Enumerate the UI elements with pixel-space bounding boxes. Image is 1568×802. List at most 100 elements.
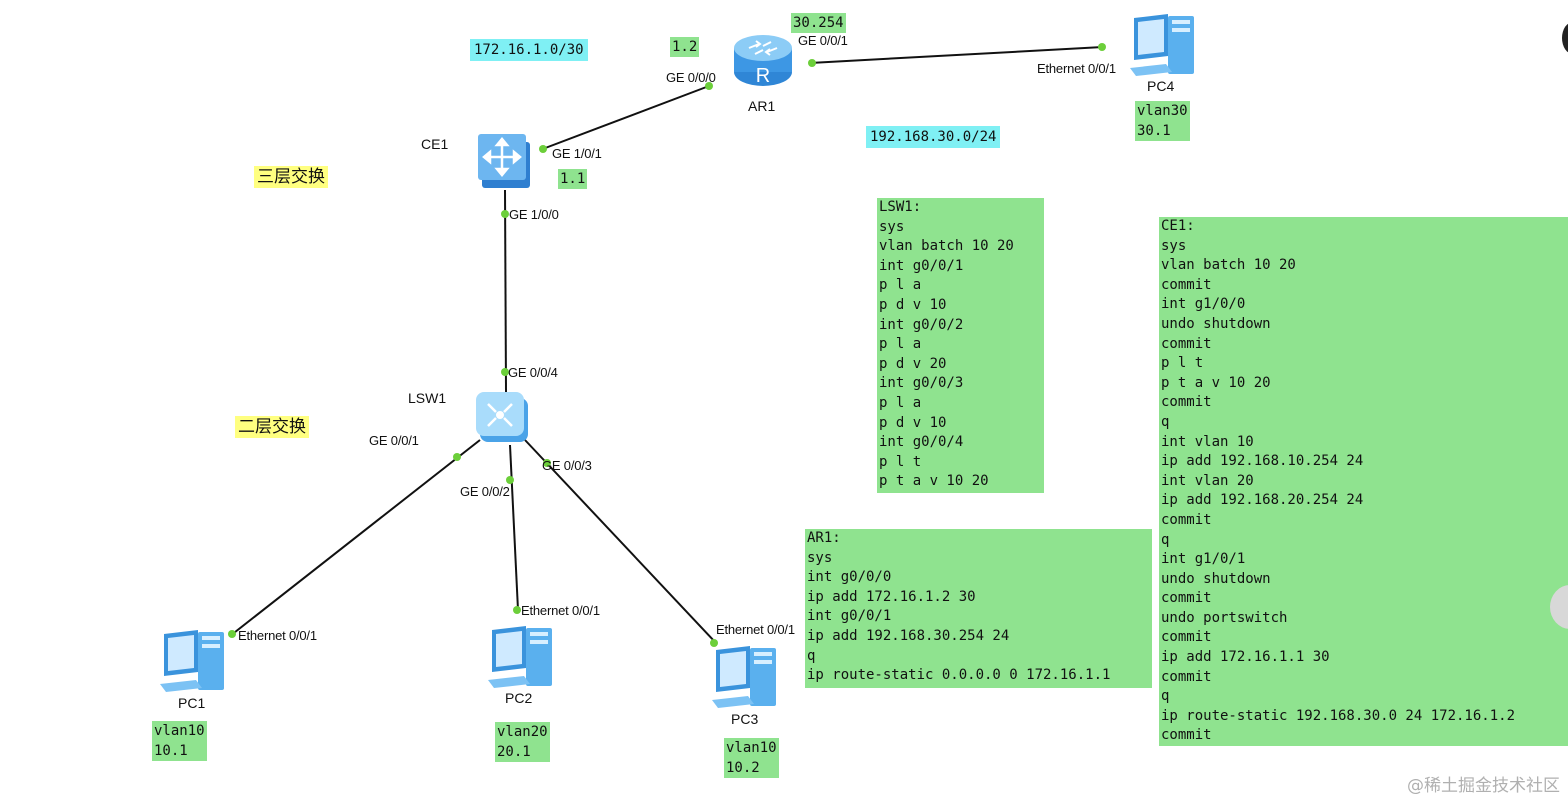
link-lsw1-pc3 xyxy=(524,439,717,644)
link-ar1-pc4 xyxy=(809,46,1104,64)
l3-switch-icon[interactable] xyxy=(476,132,534,190)
port-dot xyxy=(501,210,509,218)
router-icon[interactable]: R xyxy=(732,32,794,88)
config-line: int g0/0/0 xyxy=(807,569,892,586)
config-line: ip add 192.168.30.254 24 xyxy=(807,627,1010,644)
config-line: int vlan 20 xyxy=(1161,472,1254,489)
device-label-pc3: PC3 xyxy=(731,711,759,727)
config-line: ip add 192.168.20.254 24 xyxy=(1161,492,1364,509)
config-line: undo shutdown xyxy=(1161,315,1271,332)
port-label: GE 0/0/1 xyxy=(798,33,848,48)
config-line: p t a v 10 20 xyxy=(1161,374,1271,391)
config-line: p l t xyxy=(879,453,922,470)
config-line: q xyxy=(1161,413,1170,430)
note-layer2: 二层交换 xyxy=(235,416,309,438)
config-line: p d v 10 xyxy=(879,296,947,313)
edge-control-icon[interactable] xyxy=(1562,22,1568,54)
config-line: ip add 172.16.1.2 30 xyxy=(807,588,976,605)
config-line: commit xyxy=(1161,727,1212,744)
port-label: GE 0/0/0 xyxy=(666,70,716,85)
link-ce1-lsw1 xyxy=(504,189,507,393)
pc1-icon[interactable] xyxy=(158,628,228,694)
config-line: ip route-static 192.168.30.0 24 172.16.1… xyxy=(1161,707,1516,724)
address-tag: 30.254 xyxy=(791,13,846,33)
port-dot xyxy=(501,368,509,376)
note-layer3: 三层交换 xyxy=(254,166,328,188)
config-line: int g0/0/4 xyxy=(879,434,964,451)
config-line: commit xyxy=(1161,629,1212,646)
svg-text:R: R xyxy=(756,65,770,87)
pc2-icon[interactable] xyxy=(486,624,556,690)
port-dot xyxy=(506,476,514,484)
vlan-line: vlan30 xyxy=(1137,103,1188,119)
edge-control-icon[interactable] xyxy=(1550,585,1568,629)
config-line: commit xyxy=(1161,394,1212,411)
link-lsw1-pc1 xyxy=(229,439,481,637)
port-dot xyxy=(543,459,551,467)
watermark: @稀土掘金技术社区 xyxy=(1407,776,1560,796)
pc4-icon[interactable] xyxy=(1128,12,1198,78)
config-line: int g0/0/1 xyxy=(879,257,964,274)
device-label-pc1: PC1 xyxy=(178,695,206,711)
port-label: GE 1/0/1 xyxy=(552,146,602,161)
network-label-lan30: 192.168.30.0/24 xyxy=(866,126,1001,148)
config-line: p l a xyxy=(879,277,922,294)
config-line: undo shutdown xyxy=(1161,570,1271,587)
vlan-line: vlan10 xyxy=(726,740,777,756)
port-dot xyxy=(1098,43,1106,51)
config-line: p l a xyxy=(879,394,922,411)
config-line: AR1: xyxy=(807,530,841,546)
config-line: vlan batch 10 20 xyxy=(879,238,1014,255)
config-line: commit xyxy=(1161,511,1212,528)
port-label: GE 0/0/3 xyxy=(542,458,592,473)
config-line: q xyxy=(1161,688,1170,705)
config-line: p l a xyxy=(879,336,922,353)
address-tag: 1.2 xyxy=(670,37,700,57)
l2-switch-icon[interactable] xyxy=(474,390,532,444)
link-ce1-ar1 xyxy=(539,85,710,151)
config-line: p d v 10 xyxy=(879,414,947,431)
config-line: int vlan 10 xyxy=(1161,433,1254,450)
config-line: int g0/0/1 xyxy=(807,608,892,625)
port-label: GE 0/0/4 xyxy=(508,365,558,380)
ip-line: 10.2 xyxy=(726,760,760,776)
config-line: sys xyxy=(879,218,905,235)
config-line: vlan batch 10 20 xyxy=(1161,257,1296,274)
config-line: int g1/0/1 xyxy=(1161,551,1246,568)
device-label-lsw1: LSW1 xyxy=(408,390,447,406)
port-dot xyxy=(453,453,461,461)
port-dot xyxy=(513,606,521,614)
device-label-ce1: CE1 xyxy=(421,136,449,152)
config-line: int g0/0/3 xyxy=(879,375,964,392)
port-label: GE 0/0/1 xyxy=(369,433,419,448)
config-line: ip route-static 0.0.0.0 0 172.16.1.1 xyxy=(807,667,1111,684)
device-label-pc4: PC4 xyxy=(1147,78,1175,94)
pc4-vlan-tag: vlan30 30.1 xyxy=(1135,101,1190,141)
ip-line: 10.1 xyxy=(154,743,188,759)
vlan-line: vlan20 xyxy=(497,724,548,740)
device-label-ar1: AR1 xyxy=(748,98,776,114)
config-line: p l t xyxy=(1161,355,1204,372)
config-line: CE1: xyxy=(1161,218,1195,234)
pc3-icon[interactable] xyxy=(710,644,780,710)
port-label: Ethernet 0/0/1 xyxy=(1037,61,1116,76)
network-label-wan: 172.16.1.0/30 xyxy=(470,39,588,61)
config-line: commit xyxy=(1161,668,1212,685)
port-label: Ethernet 0/0/1 xyxy=(521,603,600,618)
port-dot xyxy=(228,630,236,638)
ip-line: 30.1 xyxy=(1137,123,1171,139)
port-dot xyxy=(710,639,718,647)
config-line: commit xyxy=(1161,335,1212,352)
config-line: commit xyxy=(1161,590,1212,607)
port-label: GE 1/0/0 xyxy=(509,207,559,222)
link-lsw1-pc2 xyxy=(509,444,519,611)
config-line: ip add 172.16.1.1 30 xyxy=(1161,649,1330,666)
config-line: q xyxy=(807,647,816,664)
config-line: p t a v 10 20 xyxy=(879,473,989,490)
